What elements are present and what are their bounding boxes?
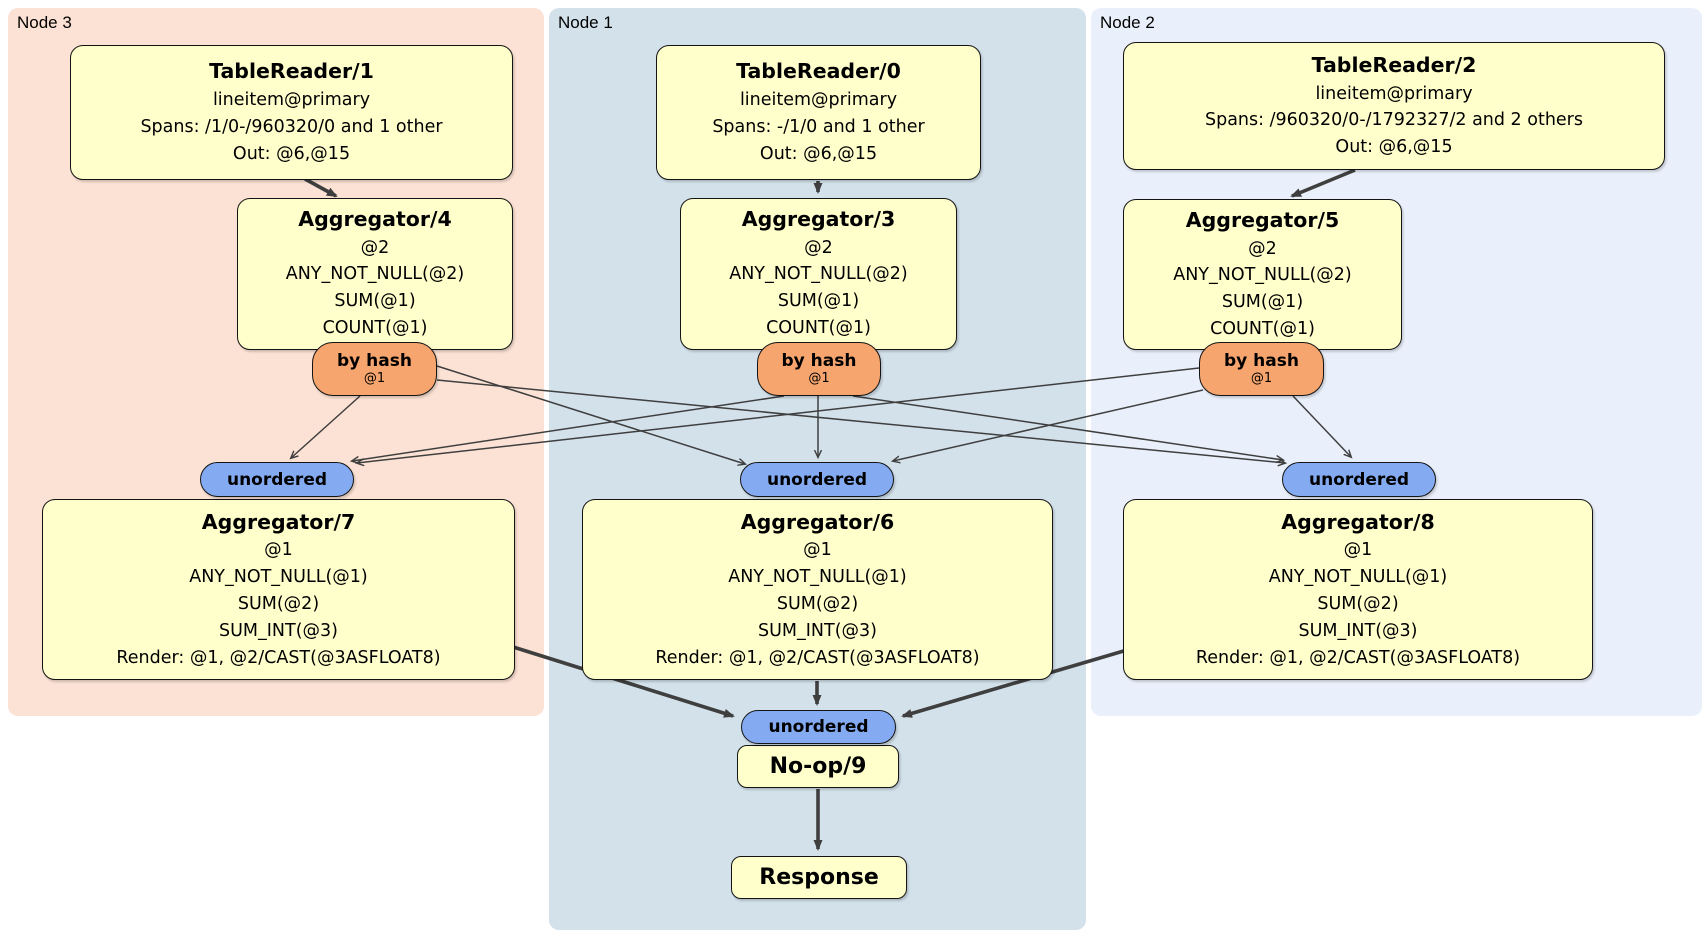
router-by-hash-4: by hash @1 [312,342,437,396]
router-by-hash-3: by hash @1 [757,342,881,396]
processor-tablereader-1: TableReader/1 lineitem@primary Spans: /1… [70,45,513,180]
stream-label: unordered [768,717,869,737]
processor-line: Spans: /1/0-/960320/0 and 1 other [140,116,443,137]
stream-unordered-6: unordered [740,462,894,497]
stream-label: unordered [1308,469,1410,490]
processor-line: SUM(@1) [1221,292,1304,313]
processor-line: @2 [1248,238,1277,259]
processor-line: lineitem@primary [739,90,898,111]
processor-line: Spans: /960320/0-/1792327/2 and 2 others [1204,110,1583,131]
stream-label: unordered [226,469,328,490]
node2-label: Node 2 [1100,13,1155,32]
processor-tablereader-0: TableReader/0 lineitem@primary Spans: -/… [656,45,981,180]
processor-line: lineitem@primary [1315,83,1473,104]
processor-line: ANY_NOT_NULL(@1) [189,567,368,588]
processor-line: SUM_INT(@3) [219,620,338,641]
processor-line: SUM_INT(@3) [758,620,877,641]
processor-line: Out: @6,@15 [1335,137,1453,158]
processor-line: COUNT(@1) [322,318,428,339]
router-label: by hash [1224,351,1299,371]
processor-line: lineitem@primary [212,90,371,111]
processor-line: COUNT(@1) [1210,319,1315,340]
processor-line: SUM_INT(@3) [1298,620,1418,641]
stream-label: unordered [766,469,868,490]
router-detail: @1 [363,371,386,387]
stream-unordered-8: unordered [1282,462,1436,497]
processor-line: Out: @6,@15 [232,143,351,164]
processor-line: ANY_NOT_NULL(@2) [1173,265,1352,286]
processor-line: Render: @1, @2/CAST(@3ASFLOAT8) [116,647,441,668]
processor-line: ANY_NOT_NULL(@2) [729,264,908,285]
processor-line: COUNT(@1) [766,318,871,339]
processor-aggregator-8: Aggregator/8 @1 ANY_NOT_NULL(@1) SUM(@2)… [1123,499,1593,680]
processor-title: TableReader/2 [1311,52,1477,77]
processor-title: Aggregator/8 [1281,509,1435,534]
node3-label: Node 3 [17,13,72,32]
processor-line: Spans: -/1/0 and 1 other [712,116,925,137]
processor-line: ANY_NOT_NULL(@1) [728,567,907,588]
processor-title: Aggregator/5 [1185,208,1340,232]
processor-line: @1 [264,540,293,561]
processor-line: Render: @1, @2/CAST(@3ASFLOAT8) [1195,647,1521,668]
router-label: by hash [337,351,412,371]
processor-line: SUM(@2) [776,593,859,614]
node1-label: Node 1 [558,13,613,32]
processor-line: @2 [804,237,833,258]
processor-aggregator-6: Aggregator/6 @1 ANY_NOT_NULL(@1) SUM(@2)… [582,499,1053,680]
processor-line: SUM(@2) [1317,593,1399,614]
processor-title: TableReader/1 [209,59,374,84]
processor-title: TableReader/0 [736,59,901,84]
processor-line: ANY_NOT_NULL(@2) [285,264,465,285]
processor-line: @1 [803,540,832,561]
processor-line: SUM(@2) [237,593,320,614]
processor-title: Aggregator/7 [201,509,356,534]
processor-line: ANY_NOT_NULL(@1) [1268,567,1448,588]
stream-unordered-7: unordered [200,462,354,497]
processor-aggregator-4: Aggregator/4 @2 ANY_NOT_NULL(@2) SUM(@1)… [237,198,513,350]
stream-unordered-final: unordered [741,710,896,744]
processor-line: SUM(@1) [334,291,416,312]
processor-tablereader-2: TableReader/2 lineitem@primary Spans: /9… [1123,42,1665,170]
router-detail: @1 [1250,371,1273,387]
router-detail: @1 [808,371,830,387]
processor-title: Aggregator/6 [740,509,895,534]
processor-title: No-op/9 [769,753,867,779]
processor-title: Response [759,864,879,890]
processor-line: Out: @6,@15 [759,143,878,164]
processor-response: Response [731,856,907,899]
processor-aggregator-7: Aggregator/7 @1 ANY_NOT_NULL(@1) SUM(@2)… [42,499,515,680]
router-label: by hash [781,351,857,371]
processor-title: Aggregator/4 [298,207,452,231]
processor-line: SUM(@1) [777,291,860,312]
processor-aggregator-3: Aggregator/3 @2 ANY_NOT_NULL(@2) SUM(@1)… [680,198,957,350]
processor-line: Render: @1, @2/CAST(@3ASFLOAT8) [655,647,980,668]
processor-noop-9: No-op/9 [737,745,899,788]
processor-line: @2 [360,237,390,258]
processor-line: @1 [1343,540,1373,561]
router-by-hash-5: by hash @1 [1199,342,1324,396]
processor-aggregator-5: Aggregator/5 @2 ANY_NOT_NULL(@2) SUM(@1)… [1123,199,1402,350]
processor-title: Aggregator/3 [741,207,896,231]
